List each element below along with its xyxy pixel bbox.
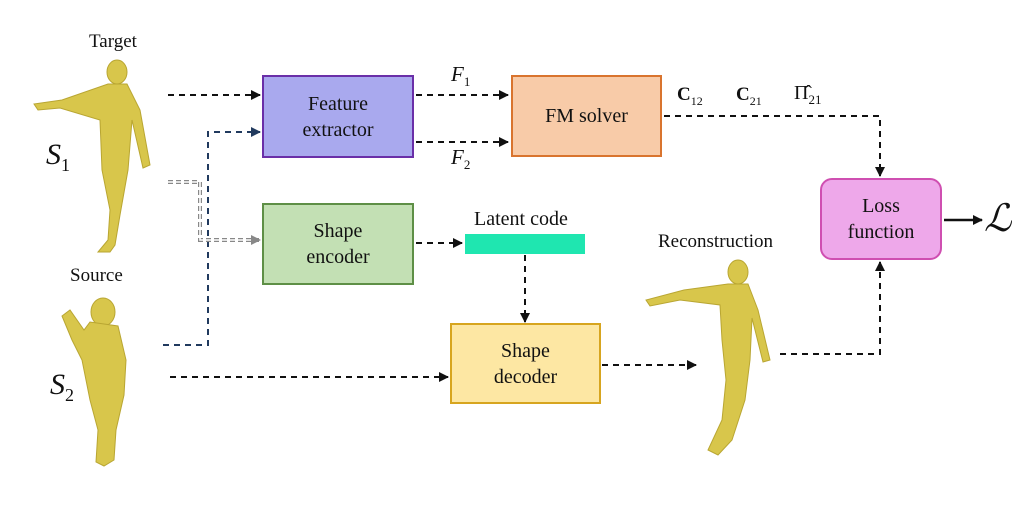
f2-sub: 2 — [463, 157, 471, 173]
f1-main: F — [451, 62, 464, 86]
feature-extractor-line2: extractor — [302, 118, 374, 141]
human-figure-reconstruction — [645, 259, 771, 456]
c12-symbol: C12 — [677, 84, 703, 109]
pi21-sub: 21 — [808, 92, 822, 107]
arrow-fm-to-loss — [664, 115, 885, 177]
feature-extractor-line1: Feature — [308, 92, 368, 115]
reconstruction-label: Reconstruction — [658, 231, 774, 252]
f2-symbol: F2 — [451, 145, 470, 173]
s2-sub: 2 — [65, 385, 74, 405]
shape-encoder-line1: Shape — [313, 220, 363, 242]
c21-symbol: C21 — [736, 84, 762, 109]
f1-symbol: F1 — [451, 62, 470, 90]
target-label: Target — [89, 31, 137, 52]
latent-code-label: Latent code — [474, 208, 568, 230]
c21-sub: 21 — [749, 93, 762, 108]
loss-symbol: ℒ — [984, 198, 1012, 240]
pi21-main: Π̂ — [794, 82, 809, 104]
arrow-recon-to-loss — [780, 261, 885, 355]
shape-encoder-box: Shape encoder — [262, 203, 414, 285]
c12-sub: 12 — [690, 93, 703, 108]
human-figure-source — [61, 297, 127, 467]
fm-solver-label: FM solver — [545, 105, 628, 127]
shape-decoder-line2: decoder — [493, 365, 558, 388]
s2-symbol: S2 — [50, 368, 74, 406]
shape-decoder-line1: Shape — [501, 339, 550, 362]
loss-function-line2: function — [847, 221, 915, 243]
arrow-target-to-encoder — [168, 180, 260, 242]
latent-code-bar — [465, 234, 585, 254]
feature-extractor-box: Feature extractor — [262, 75, 414, 158]
human-figure-target — [33, 59, 151, 253]
f2-main: F — [451, 145, 464, 169]
loss-function-box: Loss function — [820, 178, 942, 260]
s2-main: S — [50, 368, 65, 401]
s1-symbol: S1 — [46, 138, 70, 176]
s1-sub: 1 — [61, 155, 70, 175]
f1-sub: 1 — [463, 74, 471, 90]
fm-solver-box: FM solver — [511, 75, 662, 157]
c21-main: C — [736, 84, 750, 105]
s1-main: S — [46, 138, 61, 171]
shape-decoder-box: Shape decoder — [450, 323, 601, 404]
shape-encoder-line2: encoder — [306, 246, 370, 268]
arrow-source-to-feature — [163, 127, 261, 346]
source-label: Source — [70, 265, 123, 286]
pi21-symbol: Π̂21 — [794, 82, 821, 108]
loss-function-line1: Loss — [862, 195, 900, 217]
c12-main: C — [677, 84, 691, 105]
